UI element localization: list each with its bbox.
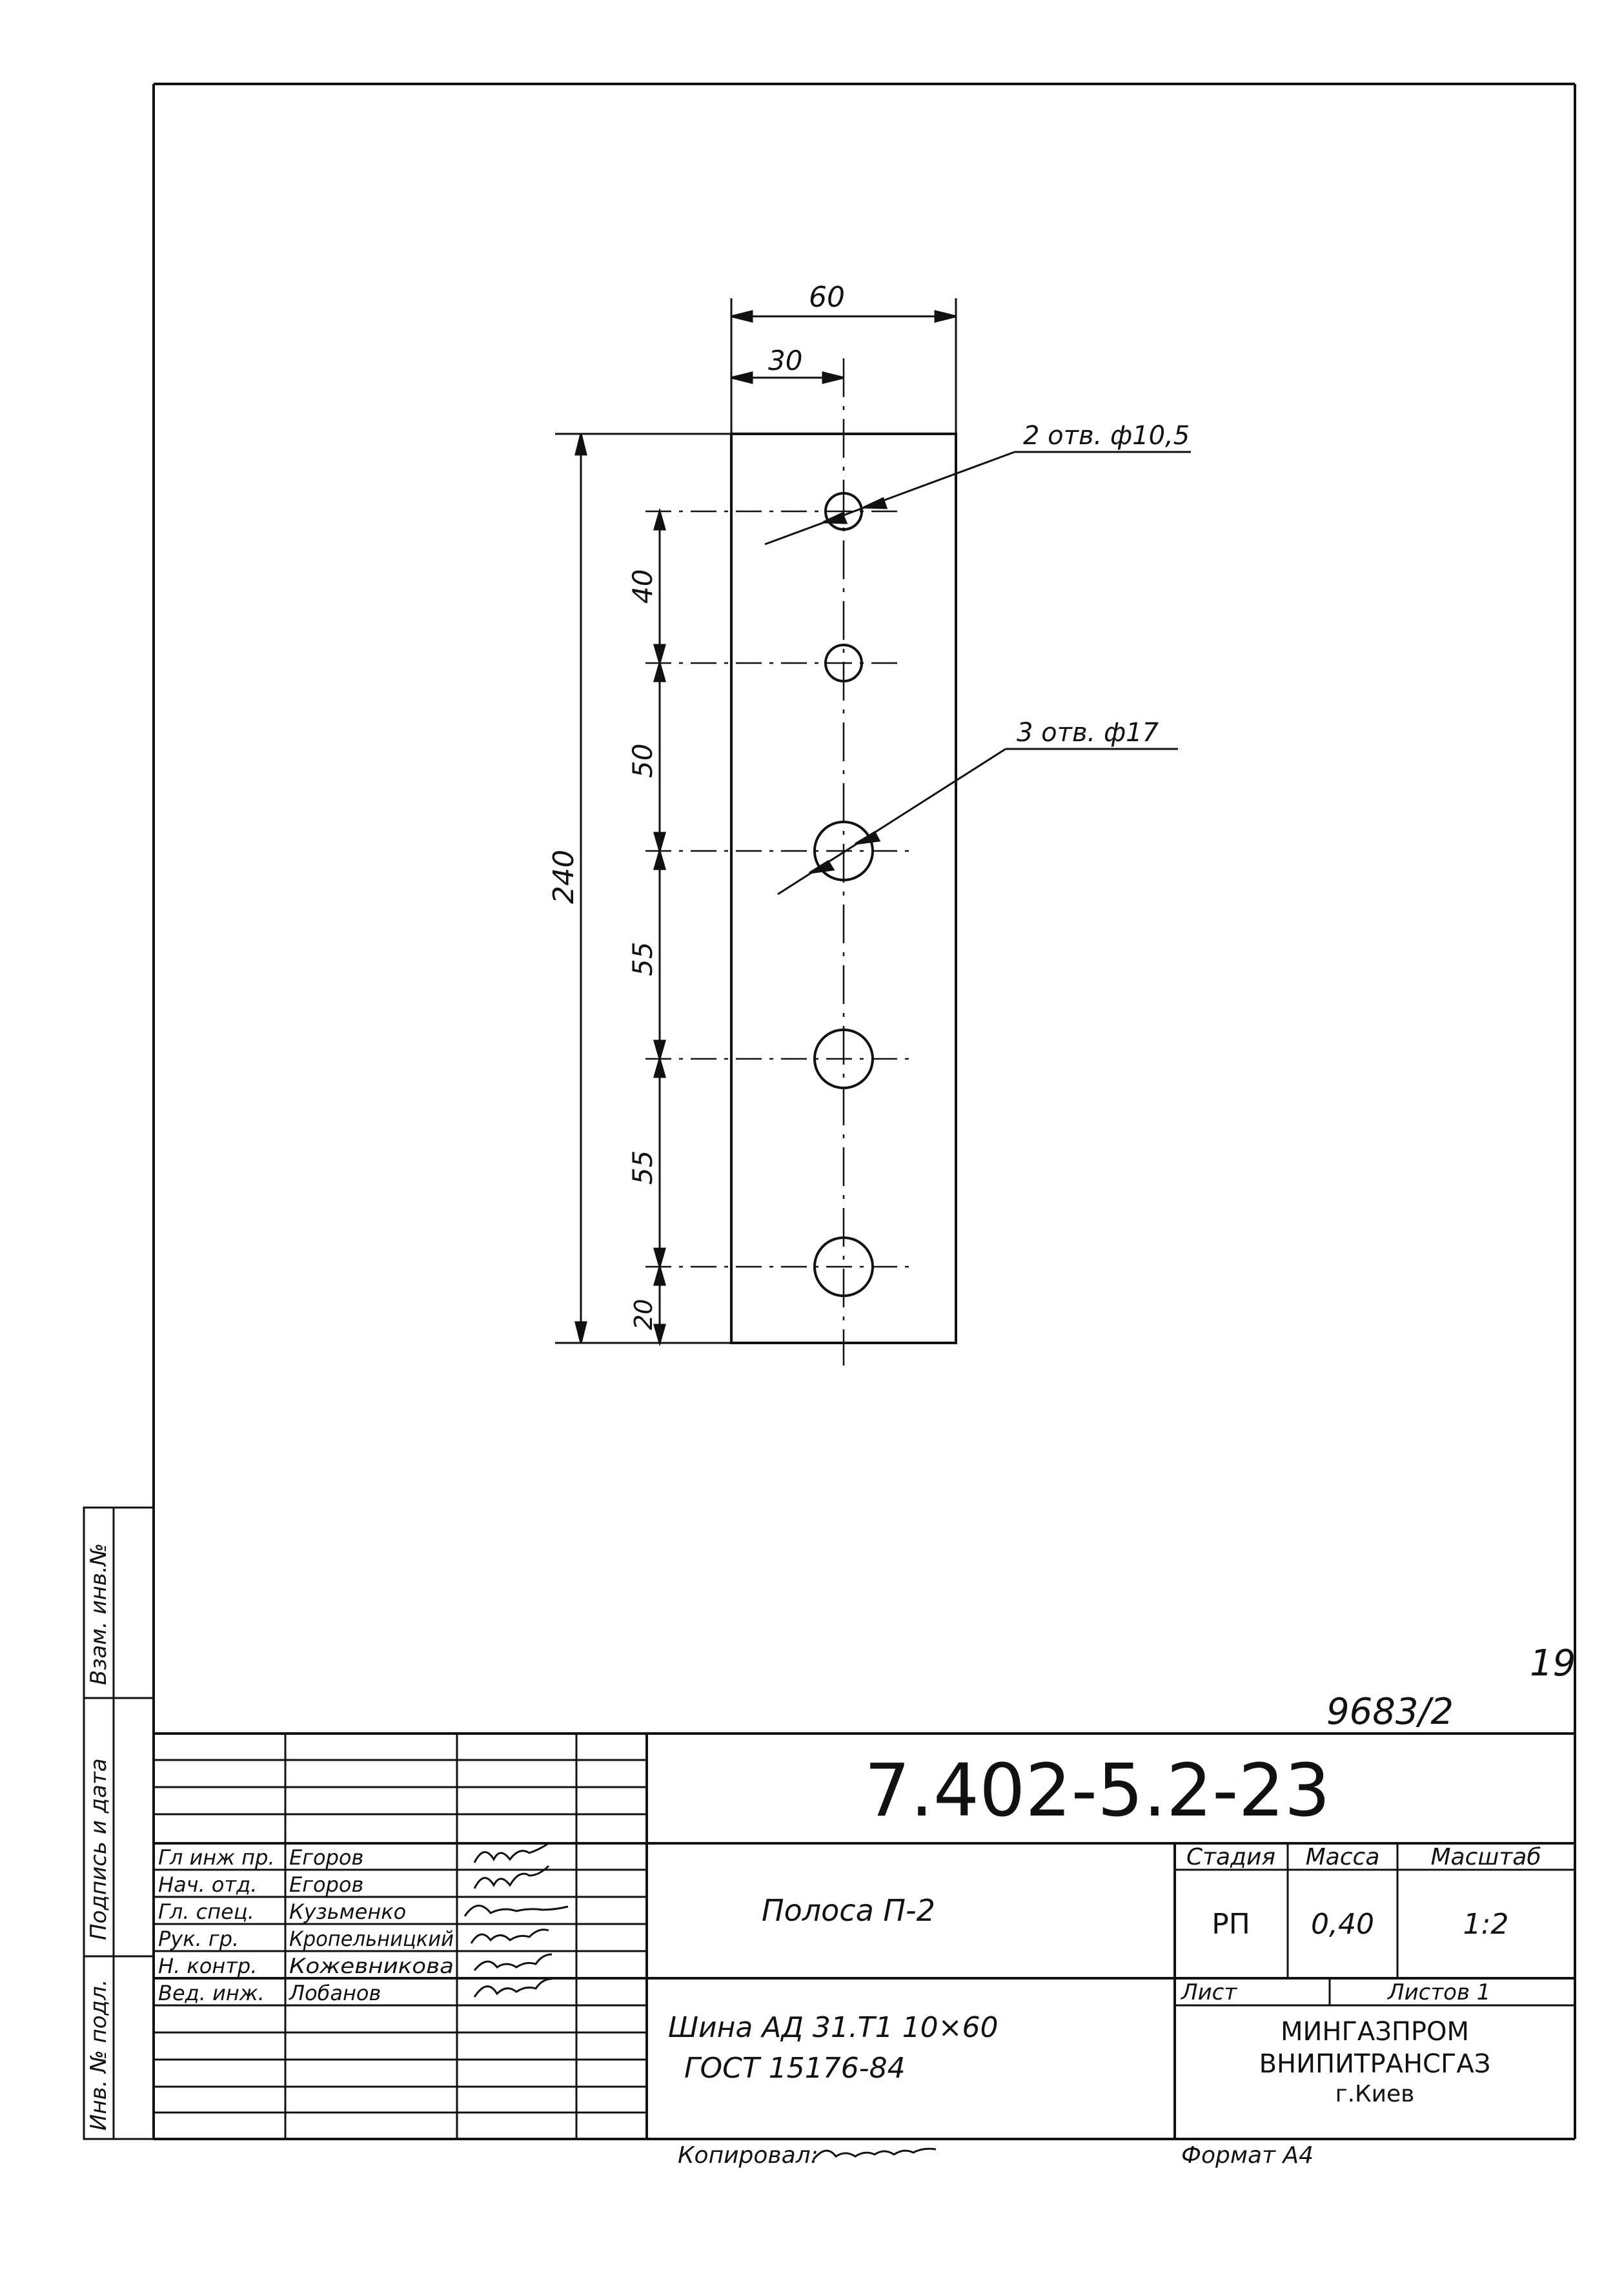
dim-spacing-4: 55 [627,1151,658,1185]
org-line1: МИНГАЗПРОМ [1281,2017,1469,2047]
scale-value: 1:2 [1463,1908,1509,1941]
stamp-inv-podl: Инв. № подл. [86,1979,112,2131]
copier-signature [812,2147,937,2160]
signature-roles: Гл инж пр. Нач. отд. Гл. спец. Рук. гр. … [158,1845,275,2005]
strip-part [645,358,957,1366]
name-3: Кузьменко [289,1899,406,1924]
sheet-number: 19 [1530,1642,1576,1684]
callout-small-holes: 2 отв. ф10,5 [1023,421,1190,451]
dim-spacing-3: 55 [627,942,658,976]
material-line2: ГОСТ 15176-84 [684,2052,906,2085]
sheets-label: Листов 1 [1386,1980,1490,2005]
org-line2: ВНИПИТРАНСГАЗ [1259,2049,1491,2079]
format-label: Формат А4 [1181,2142,1314,2169]
name-4: Кропельницкий [289,1927,454,1951]
handwritten-signatures [463,1842,569,1998]
name-6: Лобанов [289,1981,381,2005]
dimension-chain [645,507,731,1347]
stage-value: РП [1212,1908,1250,1941]
leader-large-holes [777,748,1178,895]
side-stamp-column [83,1506,155,2140]
org-line3: г.Киев [1335,2081,1415,2107]
copied-by-label: Копировал: [678,2142,818,2169]
signature-names: Егоров Егоров Кузьменко Кропельницкий Ко… [289,1845,454,2005]
dim-spacing-2: 50 [627,744,658,778]
archive-number: 9683/2 [1326,1691,1454,1733]
dimension-width [730,298,957,434]
name-1: Егоров [289,1845,363,1870]
name-2: Егоров [289,1872,363,1897]
sheet-label: Лист [1180,1980,1237,2005]
role-3: Гл. спец. [158,1899,254,1924]
role-5: Н. контр. [158,1954,257,1978]
document-code: 7.402-5.2-23 [864,1749,1330,1833]
mass-value: 0,40 [1311,1908,1374,1941]
hole-centerlines [645,510,910,1268]
name-5: Кожевникова [289,1954,454,1978]
stamp-vzam-inv: Взам. инв.№ [86,1543,112,1685]
part-name: Полоса П-2 [762,1893,935,1928]
material-line1: Шина АД 31.Т1 10×60 [668,2011,999,2044]
stage-header: Стадия [1186,1844,1275,1870]
dim-spacing-1: 40 [627,569,658,604]
role-2: Нач. отд. [158,1872,257,1897]
role-1: Гл инж пр. [158,1845,275,1870]
sheet-frame [152,83,1576,2140]
dim-spacing-5: 20 [629,1299,658,1330]
dim-240-label: 240 [547,850,580,904]
scale-header: Масштаб [1430,1844,1541,1870]
dim-60-label: 60 [809,281,845,314]
callout-large-holes: 3 отв. ф17 [1017,718,1159,748]
stamp-podpis-data: Подпись и дата [86,1758,112,1940]
title-block-grid [154,1732,1575,2139]
role-4: Рук. гр. [158,1927,239,1951]
role-6: Вед. инж. [158,1981,265,2005]
leader-small-holes [764,451,1191,546]
mass-header: Масса [1306,1844,1380,1870]
dim-30-label: 30 [768,345,802,376]
